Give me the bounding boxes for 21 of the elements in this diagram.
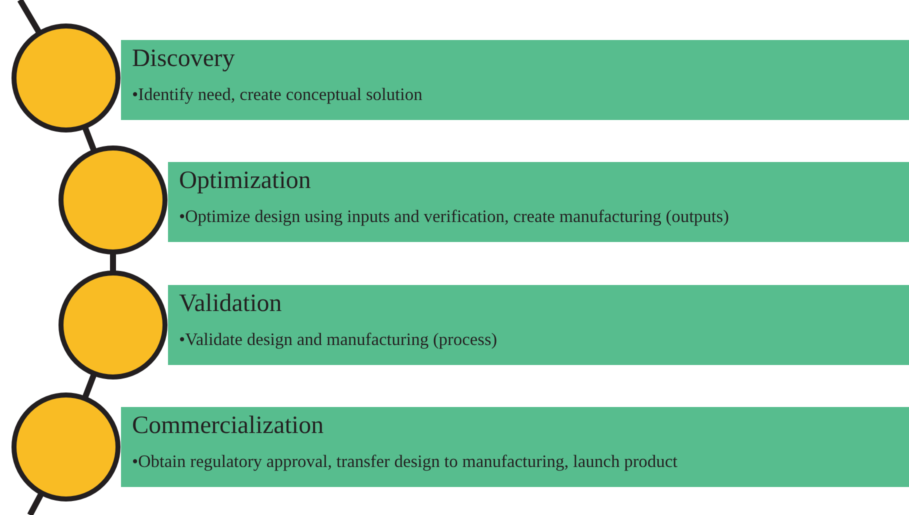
connector-line [82, 127, 96, 151]
stage-description: •Identify need, create conceptual solution [132, 84, 422, 105]
milestone-circle [11, 23, 121, 133]
connector-line [110, 254, 116, 271]
stage-heading: Optimization [179, 167, 311, 195]
connector-line [17, 0, 42, 34]
milestone-circle [58, 145, 168, 255]
stage-band [168, 285, 909, 365]
stage-heading: Discovery [132, 45, 235, 73]
milestone-circle [11, 392, 121, 502]
connector-line [82, 374, 96, 398]
connector-line [27, 493, 44, 515]
stage-band [121, 407, 909, 487]
milestone-circle [58, 270, 168, 380]
stage-band [168, 162, 909, 242]
stage-description: •Validate design and manufacturing (process) [179, 329, 498, 350]
stage-description: •Obtain regulatory approval, transfer design to manufacturing, launch product [132, 451, 678, 472]
stage-description: •Optimize design using inputs and verification, create manufacturing (outputs) [179, 206, 729, 227]
stage-band [121, 40, 909, 120]
stage-heading: Validation [179, 290, 282, 318]
stage-heading: Commercialization [132, 412, 324, 440]
